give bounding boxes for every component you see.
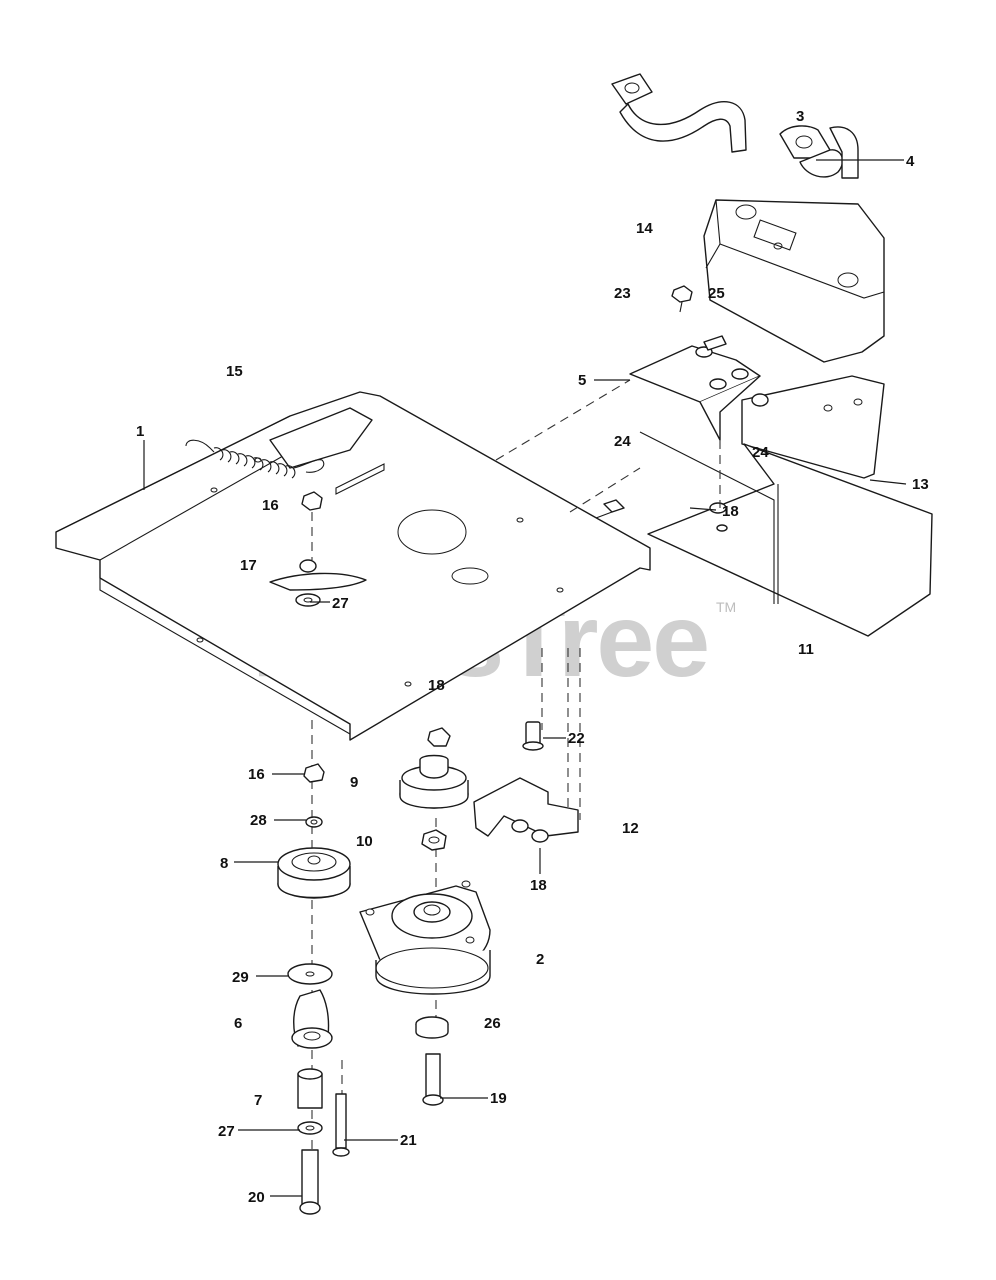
callout-16b: 16 — [248, 766, 265, 783]
callout-22: 22 — [568, 730, 585, 747]
washer-27 — [297, 1121, 323, 1135]
nut-16-bottom — [303, 763, 325, 783]
callout-12: 12 — [622, 820, 639, 837]
callout-28: 28 — [250, 812, 267, 829]
callout-29: 29 — [232, 969, 249, 986]
callout-27a: 27 — [332, 595, 349, 612]
callout-20: 20 — [248, 1189, 265, 1206]
muffler — [703, 199, 885, 363]
watermark-tm: TM — [716, 599, 736, 615]
pulley-9 — [399, 754, 469, 809]
idler-arm — [269, 559, 367, 607]
callout-24a: 24 — [614, 433, 631, 450]
leader-lines — [143, 159, 907, 1197]
bolt-22 — [522, 721, 544, 751]
callout-14: 14 — [636, 220, 653, 237]
callout-labels: 3 4 14 23 25 15 5 1 24 24 13 16 18 17 27… — [136, 108, 929, 1206]
callout-18b: 18 — [428, 677, 445, 694]
callout-10: 10 — [356, 833, 373, 850]
washer-28 — [305, 816, 323, 828]
callout-8: 8 — [220, 855, 228, 872]
idler-arm-6 — [291, 989, 333, 1049]
callout-16a: 16 — [262, 497, 279, 514]
clutch-bracket — [473, 777, 579, 843]
bolt-19 — [422, 1053, 444, 1106]
deck-plate — [55, 391, 651, 741]
callout-1: 1 — [136, 423, 144, 440]
callout-25: 25 — [708, 285, 725, 302]
callout-17: 17 — [240, 557, 257, 574]
callout-15: 15 — [226, 363, 243, 380]
callout-6: 6 — [234, 1015, 242, 1032]
callout-4: 4 — [906, 153, 915, 170]
exhaust-pipe — [611, 73, 747, 153]
callout-7: 7 — [254, 1092, 262, 1109]
callout-21: 21 — [400, 1132, 417, 1149]
shield-bolt — [595, 499, 728, 532]
washer-29 — [287, 963, 333, 985]
exhaust-gasket — [779, 125, 859, 179]
idler-pulley-8 — [277, 847, 351, 899]
muffler-nut — [671, 285, 693, 313]
bolt-20 — [299, 1149, 321, 1215]
callout-24b: 24 — [752, 444, 769, 461]
spacer-7 — [297, 1068, 323, 1109]
callout-13: 13 — [912, 476, 929, 493]
callout-23: 23 — [614, 285, 631, 302]
spacer-26 — [415, 1016, 449, 1039]
callout-26: 26 — [484, 1015, 501, 1032]
callout-3: 3 — [796, 108, 804, 125]
nut-10 — [421, 829, 447, 851]
muffler-bracket — [629, 335, 761, 441]
bolt-21 — [332, 1093, 350, 1157]
heat-shield — [639, 375, 933, 637]
callout-11: 11 — [798, 641, 814, 658]
callout-27b: 27 — [218, 1123, 235, 1140]
assembly-lines — [311, 379, 721, 1150]
nut-18-deck — [427, 727, 451, 747]
callout-2: 2 — [536, 951, 544, 968]
tension-spring — [185, 439, 325, 479]
callout-18c: 18 — [530, 877, 547, 894]
nut-16-top — [301, 491, 323, 511]
callout-9: 9 — [350, 774, 358, 791]
callout-19: 19 — [490, 1090, 507, 1107]
callout-18a: 18 — [722, 503, 739, 520]
callout-5: 5 — [578, 372, 586, 389]
electric-clutch — [359, 880, 491, 995]
